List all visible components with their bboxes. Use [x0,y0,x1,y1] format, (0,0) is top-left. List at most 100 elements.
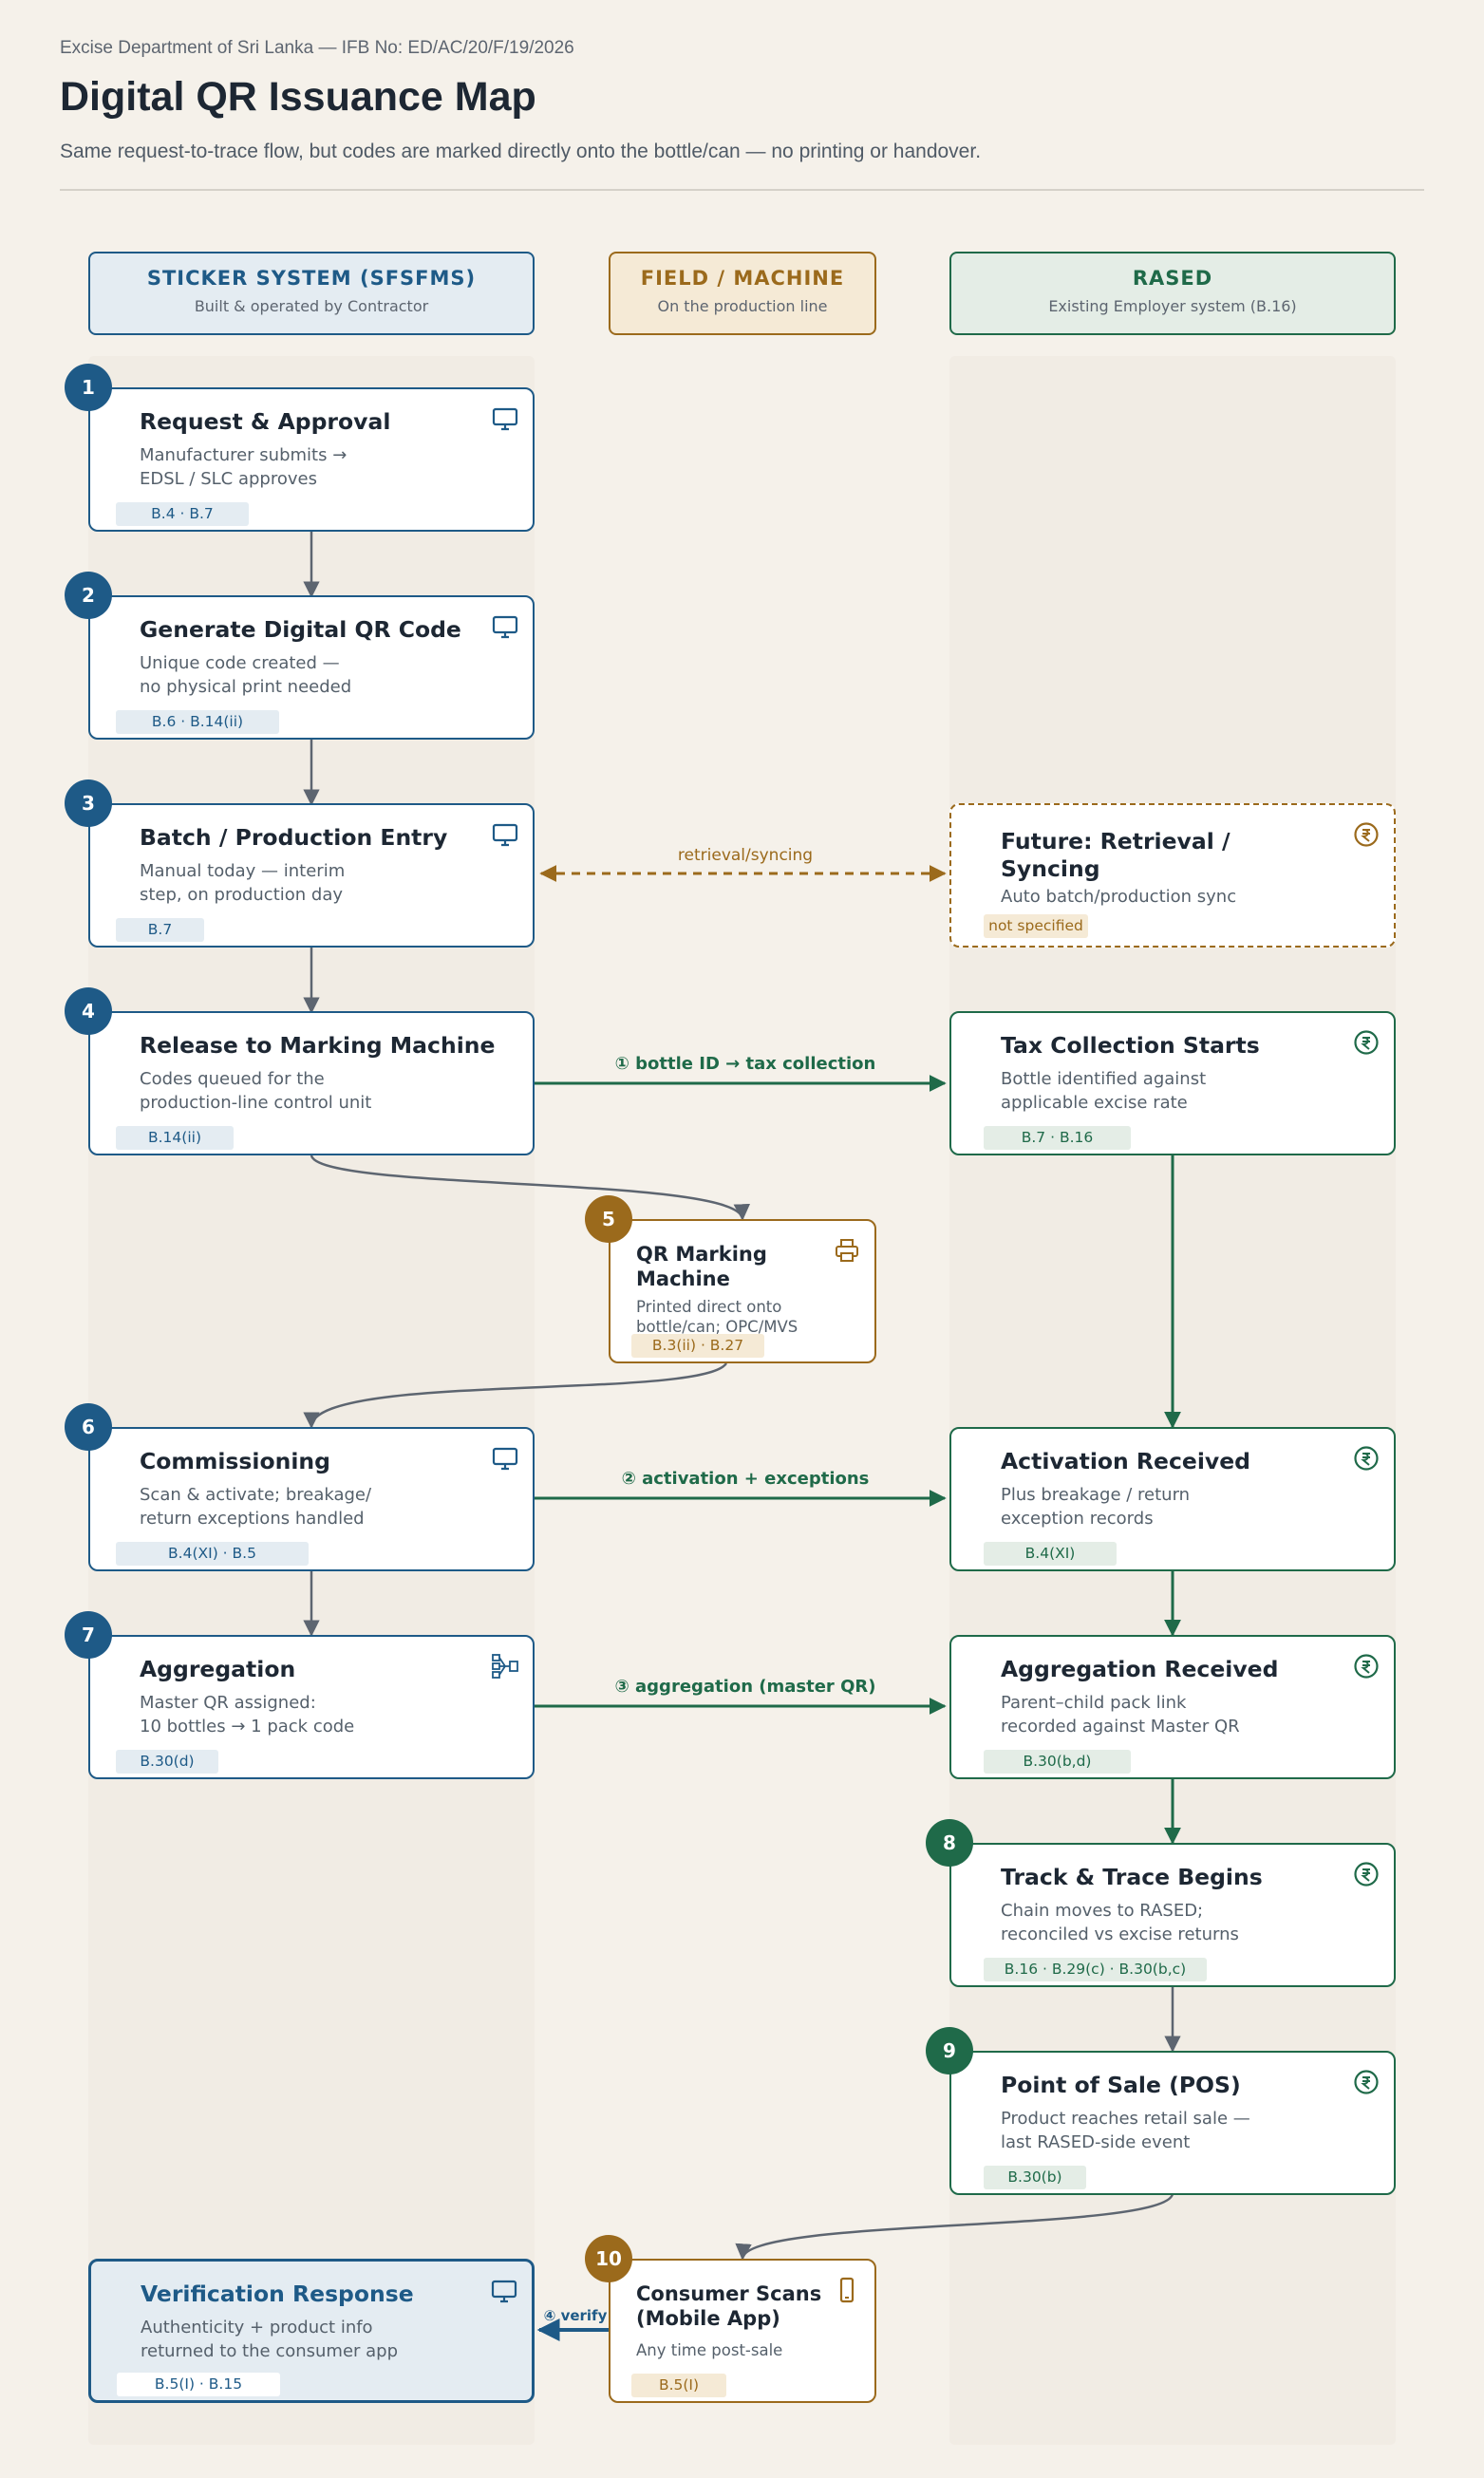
node-point-of-sale[interactable]: Point of Sale (POS) Product reaches reta… [949,2051,1396,2195]
node-reference-tag: B.16 · B.29(c) · B.30(b,c) [984,1958,1207,1981]
edge-label-activation: ② activation + exceptions [622,1469,870,1489]
rupee-coin-icon [1354,822,1379,847]
node-description: Scan & activate; breakage/return excepti… [140,1485,372,1529]
node-title: Release to Marking Machine [140,1032,496,1059]
node-activation-received[interactable]: Activation Received Plus breakage / retu… [949,1427,1396,1571]
step-number-badge: 2 [65,572,112,619]
node-tax-collection-starts[interactable]: Tax Collection Starts Bottle identified … [949,1011,1396,1155]
step-number-badge: 6 [65,1403,112,1451]
node-description: Manufacturer submits →EDSL / SLC approve… [140,445,348,489]
node-reference-tag: B.30(d) [116,1750,218,1774]
node-reference-tag: B.4(XI) [984,1542,1117,1566]
node-description: Unique code created —no physical print n… [140,653,352,697]
node-release-to-marking-machine[interactable]: Release to Marking Machine Codes queued … [88,1011,535,1155]
edge-9-to-10 [735,2193,1174,2261]
node-title: Verification Response [141,2281,414,2307]
node-verification-response[interactable]: Verification Response Authenticity + pro… [88,2259,535,2403]
hierarchy-icon [492,1654,518,1679]
lane-title: RASED [1132,267,1213,290]
node-reference-tag: B.3(ii) · B.27 [631,1334,764,1358]
rupee-coin-icon [1354,1862,1379,1887]
node-reference-tag: B.6 · B.14(ii) [116,710,279,734]
mobile-phone-icon [839,2277,855,2303]
node-reference-tag: B.7 · B.16 [984,1126,1131,1150]
node-aggregation[interactable]: Aggregation Master QR assigned:10 bottle… [88,1635,535,1779]
node-title: Tax Collection Starts [1001,1032,1260,1059]
step-number-badge: 5 [585,1195,632,1243]
node-generate-digital-qr[interactable]: Generate Digital QR Code Unique code cre… [88,595,535,740]
node-description: Auto batch/production sync [1001,887,1237,907]
step-number-badge: 1 [65,364,112,411]
step-number-badge: 4 [65,987,112,1035]
monitor-icon [492,615,518,639]
step-number-badge: 7 [65,1611,112,1659]
lane-header-sticker-system: STICKER SYSTEM (SFSFMS) Built & operated… [88,252,535,335]
node-title: Aggregation [140,1656,296,1682]
node-reference-tag: B.14(ii) [116,1126,234,1150]
rupee-coin-icon [1354,1654,1379,1679]
node-description: Master QR assigned:10 bottles → 1 pack c… [140,1693,355,1736]
edge-label-verify: ④ verify [544,2307,608,2324]
lane-subtitle: Built & operated by Contractor [194,297,429,315]
page-subtitle: Same request-to-trace flow, but codes ar… [60,141,982,162]
monitor-icon [492,407,518,431]
lane-subtitle: On the production line [657,297,828,315]
edge-label-tax: ① bottle ID → tax collection [615,1054,876,1074]
node-commissioning[interactable]: Commissioning Scan & activate; breakage/… [88,1427,535,1571]
node-future-retrieval-syncing[interactable]: Future: Retrieval /Syncing Auto batch/pr… [949,803,1396,948]
node-aggregation-received[interactable]: Aggregation Received Parent–child pack l… [949,1635,1396,1779]
node-title: Point of Sale (POS) [1001,2072,1241,2098]
node-reference-tag: B.30(b,d) [984,1750,1131,1774]
node-title: Activation Received [1001,1448,1250,1474]
step-number-badge: 9 [926,2027,973,2074]
node-track-and-trace-begins[interactable]: Track & Trace Begins Chain moves to RASE… [949,1843,1396,1987]
node-title: Batch / Production Entry [140,824,448,851]
header-meta: Excise Department of Sri Lanka — IFB No:… [60,38,574,58]
node-consumer-scans[interactable]: Consumer Scans(Mobile App) Any time post… [609,2259,876,2403]
node-request-approval[interactable]: Request & Approval Manufacturer submits … [88,387,535,532]
node-reference-tag: B.4(XI) · B.5 [116,1542,309,1566]
lane-subtitle: Existing Employer system (B.16) [1048,297,1297,315]
node-title: Consumer Scans(Mobile App) [636,2282,822,2330]
monitor-icon [492,1447,518,1471]
edge-label-aggregation: ③ aggregation (master QR) [615,1677,876,1697]
rupee-coin-icon [1354,1030,1379,1055]
node-title: Track & Trace Begins [1001,1864,1263,1890]
lane-header-field-machine: FIELD / MACHINE On the production line [609,252,876,335]
node-description: Product reaches retail sale —last RASED-… [1001,2109,1250,2152]
edge-4-to-5 [310,1155,750,1221]
node-reference-tag: B.5(I) [631,2374,726,2397]
lane-title: FIELD / MACHINE [640,267,845,290]
monitor-icon [492,823,518,847]
monitor-icon [491,2280,517,2303]
node-reference-tag: B.4 · B.7 [116,502,249,526]
step-number-badge: 3 [65,779,112,827]
node-batch-production-entry[interactable]: Batch / Production Entry Manual today — … [88,803,535,948]
header-divider [60,189,1424,191]
node-title: Request & Approval [140,408,391,435]
printer-icon [836,1239,858,1262]
step-number-badge: 10 [585,2235,632,2282]
rupee-coin-icon [1354,1446,1379,1471]
edge-label-sync: retrieval/syncing [678,846,813,865]
lane-header-rased: RASED Existing Employer system (B.16) [949,252,1396,335]
node-reference-tag: B.5(I) · B.15 [117,2373,280,2396]
node-title: Commissioning [140,1448,330,1474]
node-description: Any time post-sale [636,2341,783,2359]
rupee-coin-icon [1354,2070,1379,2094]
page-title: Digital QR Issuance Map [60,74,536,120]
node-reference-tag: B.7 [116,918,204,942]
lane-title: STICKER SYSTEM (SFSFMS) [146,267,477,290]
node-description: Chain moves to RASED;reconciled vs excis… [1001,1901,1239,1944]
node-reference-tag: not specified [984,914,1088,938]
edge-5-to-6 [303,1362,728,1429]
